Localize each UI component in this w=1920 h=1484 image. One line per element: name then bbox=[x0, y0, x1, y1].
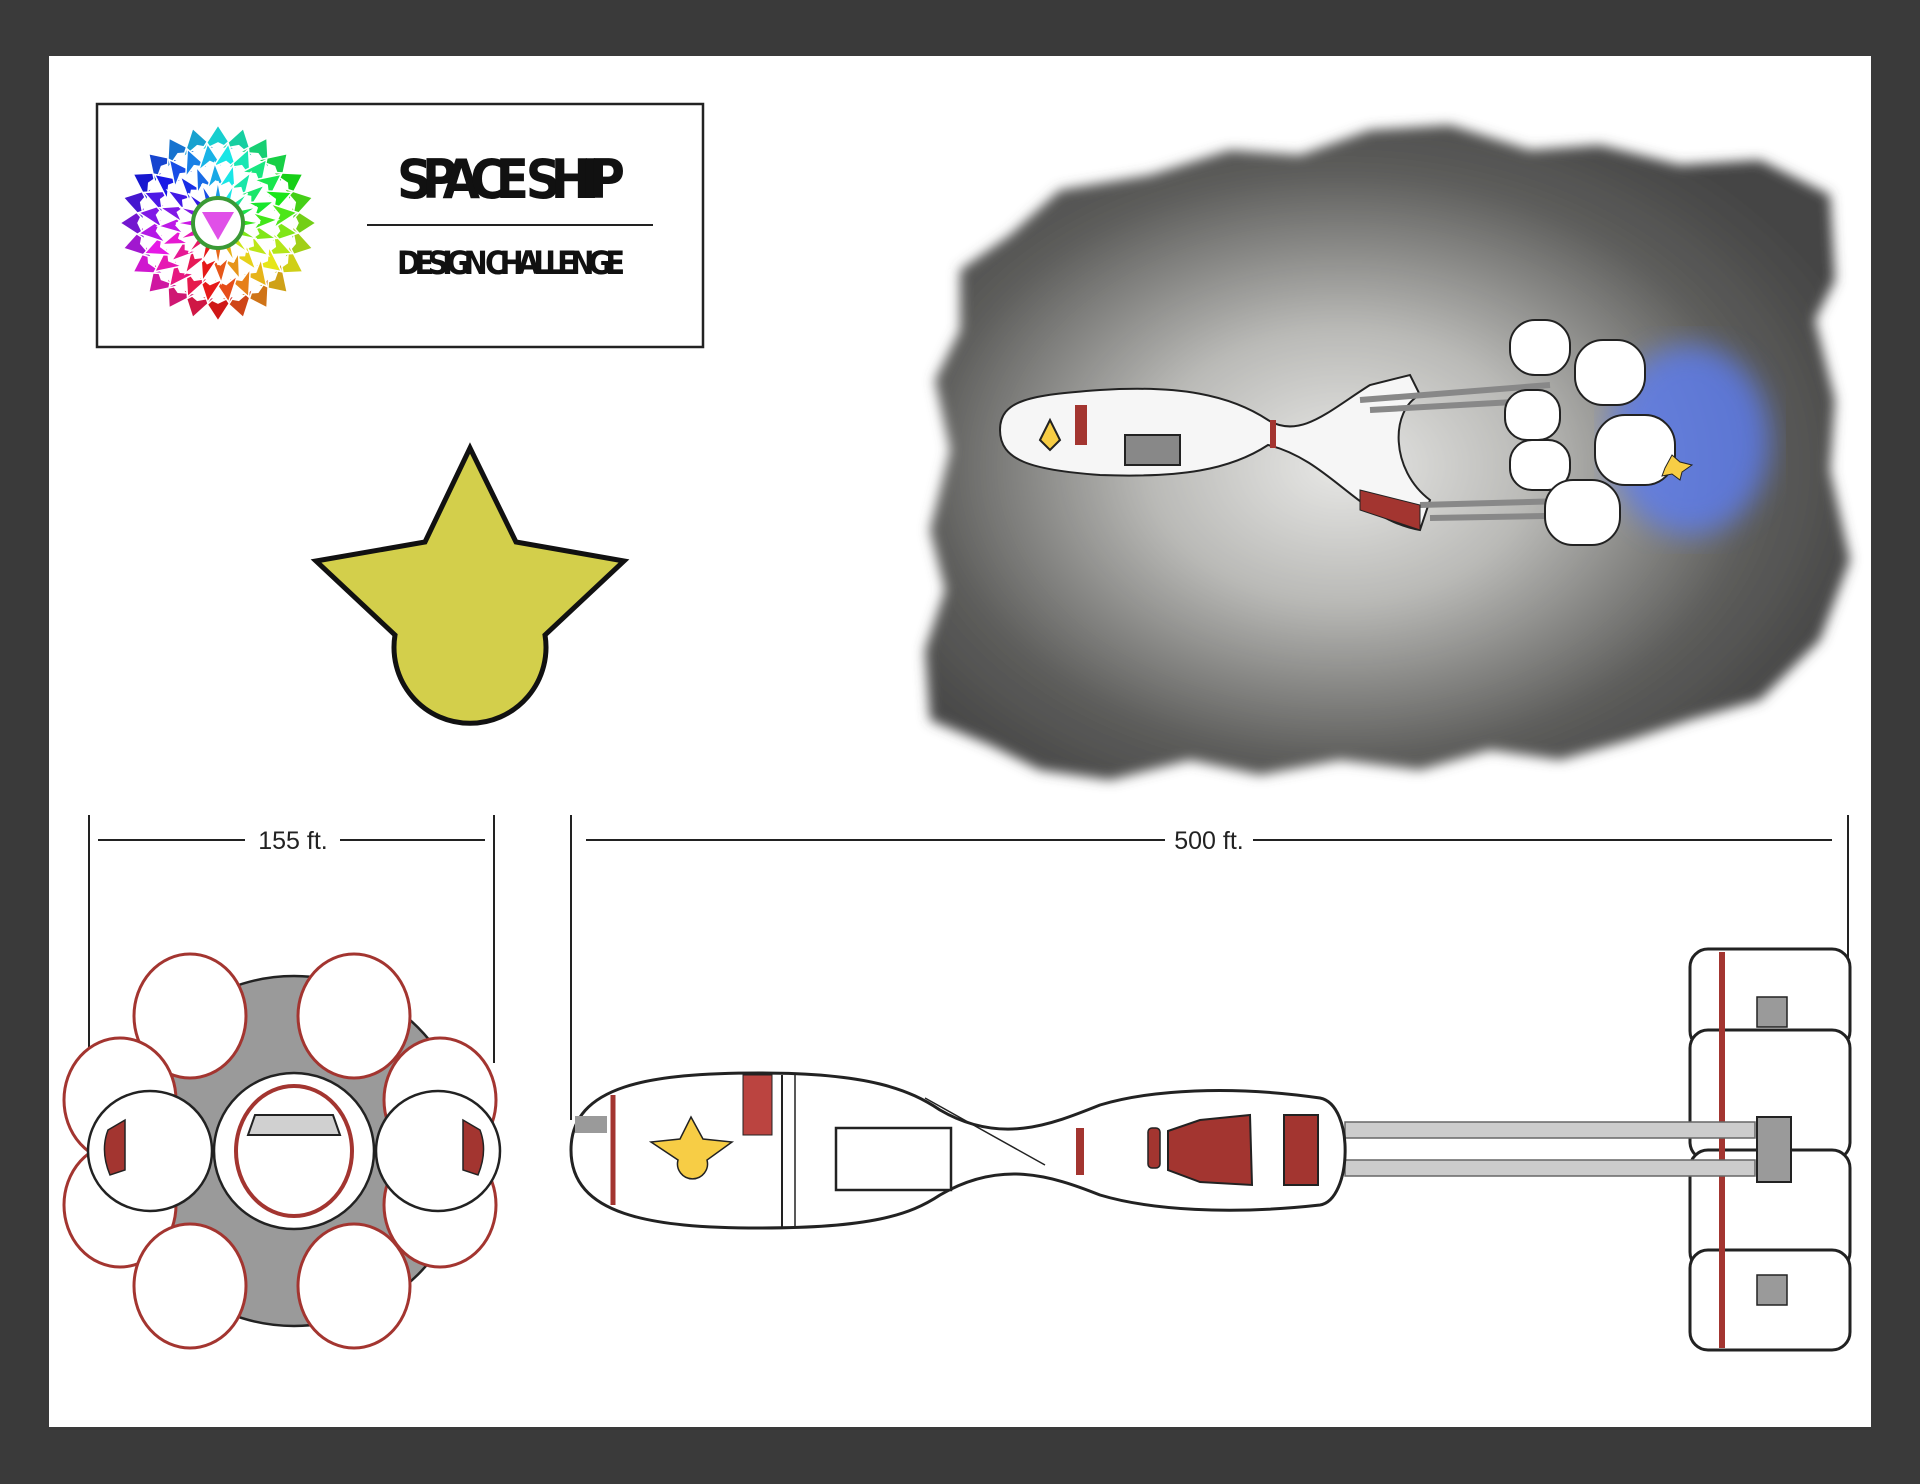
ship-side-star-icon bbox=[648, 1115, 735, 1180]
width-dimension-label: 155 ft. bbox=[258, 827, 328, 855]
engine-pod bbox=[132, 1222, 248, 1350]
logo-petal bbox=[195, 164, 216, 197]
logo-petal bbox=[157, 204, 189, 225]
logo-petal bbox=[199, 252, 220, 284]
logo-petal bbox=[244, 200, 277, 221]
engine-pod bbox=[132, 952, 248, 1080]
logo-petal bbox=[159, 225, 192, 246]
logo-petal bbox=[209, 255, 230, 286]
logo-petal bbox=[169, 235, 199, 263]
logo-petal bbox=[216, 162, 237, 194]
title-card: SPACE SHIP DESIGN CHALLENGE bbox=[95, 102, 705, 349]
logo-petal bbox=[230, 242, 258, 272]
logo-petal bbox=[250, 211, 281, 232]
engine-pod bbox=[296, 952, 412, 1080]
nebula-illustration bbox=[925, 125, 1850, 780]
emblem-star-icon bbox=[310, 442, 630, 726]
logo-petal bbox=[155, 214, 186, 235]
logo-petal bbox=[281, 186, 314, 223]
engine-pod bbox=[296, 1222, 412, 1350]
logo-petal bbox=[178, 174, 206, 204]
length-dimension-label: 500 ft. bbox=[1174, 827, 1244, 855]
logo-petal bbox=[206, 160, 227, 191]
length-dimension bbox=[570, 815, 1849, 1120]
subtitle-text: DESIGN CHALLENGE bbox=[397, 244, 625, 282]
logo-petal bbox=[268, 202, 300, 230]
logo-petal bbox=[220, 249, 241, 282]
logo-triangle-icon bbox=[202, 212, 234, 240]
ship-front-view bbox=[62, 952, 502, 1350]
logo-petal bbox=[237, 183, 267, 211]
title-text: SPACE SHIP bbox=[397, 148, 625, 211]
ship-side-view bbox=[569, 947, 1852, 1352]
width-dimension bbox=[88, 815, 495, 1063]
ship-perspective-view bbox=[998, 319, 1694, 546]
